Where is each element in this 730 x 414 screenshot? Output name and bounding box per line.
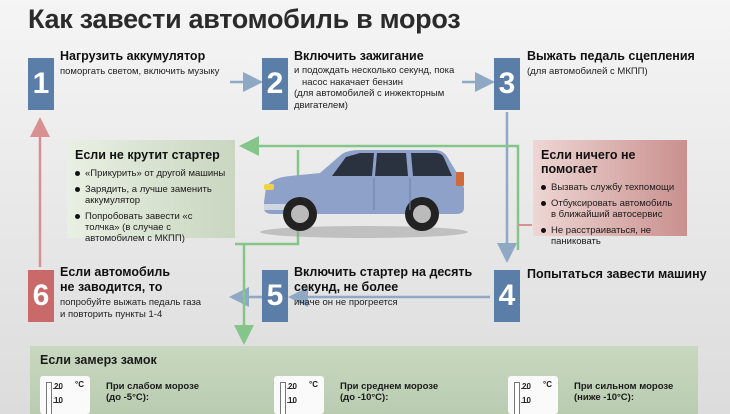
thermometer-weak-frost: 20 10 °C (40, 376, 90, 414)
page-title: Как завести автомобиль в мороз (28, 4, 461, 34)
nothing-item: Не расстраиваться, не паниковать (541, 225, 679, 247)
lock-section: Если замерз замок 20 10 °C При слабом мо… (30, 346, 698, 414)
step-5-title: Включить стартер на десять секунд, не бо… (294, 265, 473, 294)
step-6-subtitle: попробуйте выжать педаль газа и повторит… (60, 297, 202, 320)
step-3-title: Выжать педаль сцепления (527, 49, 695, 63)
step-4-number: 4 (494, 270, 520, 322)
starter-item: Попробовать завести «с толчка» (в случае… (75, 211, 227, 244)
step-1-subtitle: поморгать светом, включить музыку (60, 66, 220, 77)
nothing-item: Вызвать службу техпомощи (541, 182, 679, 193)
nothing-panel: Если ничего не помогает Вызвать службу т… (533, 140, 687, 247)
thermometer-medium-frost: 20 10 °C (274, 376, 324, 414)
step-3-number: 3 (494, 58, 520, 110)
nothing-panel-title: Если ничего не помогает (541, 148, 636, 176)
step-1-number: 1 (28, 58, 54, 110)
step-2-subtitle: и подождать несколько секунд, пока насос… (294, 65, 455, 111)
starter-panel: Если не крутит стартер «Прикурить» от др… (67, 140, 235, 244)
arrow-loop-starter (239, 136, 520, 250)
condition-strong-frost: При сильном морозе (ниже -10°С): (574, 381, 674, 403)
step-2-number: 2 (262, 58, 288, 110)
starter-panel-title: Если не крутит стартер (75, 148, 220, 162)
step-6-title: Если автомобиль не заводится, то (60, 265, 171, 294)
car-illustration (260, 150, 468, 238)
starter-item: Зарядить, а лучше заменить аккумулятор (75, 184, 227, 206)
condition-medium-frost: При среднем морозе (до -10°С): (340, 381, 439, 403)
step-4-title: Попытаться завести машину (527, 267, 707, 281)
step-5-subtitle: иначе он не прогреется (294, 297, 398, 308)
starter-item: «Прикурить» от другой машины (75, 168, 227, 179)
condition-weak-frost: При слабом морозе (до -5°С): (106, 381, 199, 403)
step-1-title: Нагрузить аккумулятор (60, 49, 206, 63)
step-6-number: 6 (28, 270, 54, 322)
thermometer-strong-frost: 20 10 °C (508, 376, 558, 414)
step-3-subtitle: (для автомобилей с МКПП) (527, 66, 648, 77)
step-5-number: 5 (262, 270, 288, 322)
lock-section-title: Если замерз замок (40, 353, 157, 367)
step-2-title: Включить зажигание (294, 49, 424, 63)
nothing-item: Отбуксировать автомобиль в ближайший авт… (541, 198, 679, 220)
